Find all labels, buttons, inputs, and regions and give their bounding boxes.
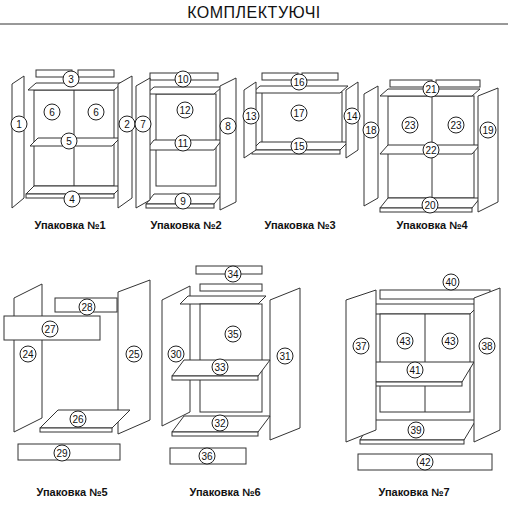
- callout-number: 26: [70, 411, 87, 428]
- package-caption: Упаковка №2: [148, 219, 223, 231]
- callout-number: 12: [177, 102, 194, 119]
- package-5-drawing: [4, 280, 150, 460]
- callout-number: 20: [422, 197, 439, 214]
- callout-number: 36: [199, 448, 216, 465]
- package-2-drawing: [136, 73, 236, 210]
- callout-number: 33: [212, 359, 229, 376]
- callout-number: 8: [220, 118, 237, 135]
- callout-number: 43: [397, 333, 414, 350]
- callout-number: 15: [291, 138, 308, 155]
- callout-number: 10: [175, 71, 192, 88]
- package-caption: Упаковка №7: [376, 486, 451, 498]
- callout-number: 27: [42, 321, 59, 338]
- callout-number: 3: [63, 71, 80, 88]
- package-6-drawing: [162, 266, 300, 464]
- callout-number: 31: [277, 348, 294, 365]
- package-3-drawing: [244, 73, 358, 158]
- package-7-drawing: [346, 288, 500, 470]
- callout-number: 13: [243, 108, 260, 125]
- callout-number: 16: [291, 74, 308, 91]
- package-4-drawing: [364, 80, 498, 212]
- callout-number: 28: [79, 299, 96, 316]
- callout-number: 25: [126, 346, 143, 363]
- callout-number: 40: [443, 274, 460, 291]
- callout-number: 24: [20, 346, 37, 363]
- callout-number: 17: [291, 105, 308, 122]
- package-caption: Упаковка №6: [187, 486, 262, 498]
- callout-number: 35: [225, 326, 242, 343]
- callout-number: 30: [168, 346, 185, 363]
- callout-number: 4: [64, 191, 81, 208]
- callout-number: 9: [175, 193, 192, 210]
- callout-number: 5: [61, 133, 78, 150]
- package-caption: Упаковка №5: [34, 486, 109, 498]
- callout-number: 32: [212, 415, 229, 432]
- package-caption: Упаковка №4: [394, 219, 469, 231]
- callout-number: 42: [417, 454, 434, 471]
- callout-number: 38: [479, 338, 496, 355]
- callout-number: 7: [135, 116, 152, 133]
- package-caption: Упаковка №1: [32, 219, 107, 231]
- callout-number: 41: [407, 362, 424, 379]
- callout-number: 2: [119, 116, 136, 133]
- callout-number: 11: [175, 135, 192, 152]
- callout-number: 22: [423, 142, 440, 159]
- callout-number: 18: [363, 122, 380, 139]
- callout-number: 43: [442, 333, 459, 350]
- callout-number: 1: [11, 116, 28, 133]
- callout-number: 23: [448, 117, 465, 134]
- callout-number: 37: [353, 338, 370, 355]
- callout-number: 6: [88, 104, 105, 121]
- page-title: КОМПЛЕКТУЮЧІ: [187, 4, 321, 22]
- callout-number: 6: [44, 104, 61, 121]
- title-rule: [0, 24, 508, 25]
- callout-number: 14: [344, 108, 361, 125]
- callout-number: 19: [480, 122, 497, 139]
- callout-number: 29: [54, 445, 71, 462]
- callout-number: 23: [402, 117, 419, 134]
- callout-number: 39: [408, 422, 425, 439]
- package-1-drawing: [12, 70, 132, 208]
- callout-number: 34: [225, 266, 242, 283]
- callout-number: 21: [423, 81, 440, 98]
- package-caption: Упаковка №3: [262, 219, 337, 231]
